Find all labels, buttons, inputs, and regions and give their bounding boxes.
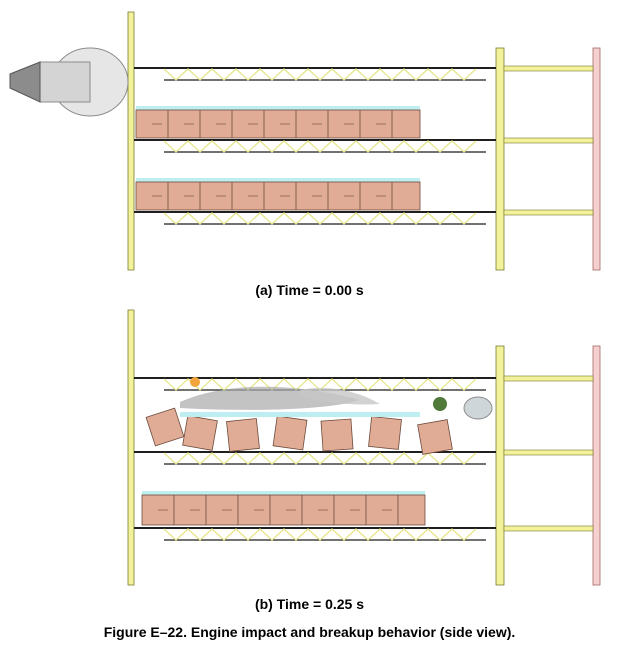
panel-b-outer-beam-1 bbox=[503, 449, 594, 456]
panel-a-truss-0-web bbox=[163, 68, 477, 81]
engine-body bbox=[39, 61, 91, 103]
panel-b-cargo-lower-floor bbox=[142, 491, 425, 496]
panel-b-displaced-box bbox=[272, 415, 308, 451]
panel-b-truss-1-web bbox=[163, 452, 477, 465]
engine-icon-remnant bbox=[463, 396, 493, 420]
panel-a-outer-beam-0 bbox=[503, 65, 594, 72]
panel-a-cargo-upper-floor bbox=[136, 106, 420, 111]
figure-caption: Figure E–22. Engine impact and breakup b… bbox=[103, 624, 516, 640]
jet-engine-icon bbox=[9, 47, 129, 117]
panel-b-truss-2-web bbox=[163, 528, 477, 541]
panel-b-caption: (b) Time = 0.25 s bbox=[254, 596, 365, 612]
panel-a bbox=[0, 0, 619, 275]
panel-a-drawing bbox=[9, 11, 601, 271]
panel-a-pink-column bbox=[592, 47, 601, 271]
panel-a-outer-beam-2 bbox=[503, 209, 594, 216]
panel-b-upper-floor-remnant bbox=[180, 412, 420, 417]
debris-fire bbox=[190, 377, 200, 387]
panel-a-cargo-upper-block bbox=[135, 109, 421, 139]
panel-b-displaced-box bbox=[182, 415, 218, 451]
debris-green bbox=[433, 397, 447, 411]
panel-b-cargo-lower-block bbox=[141, 494, 426, 526]
panel-b-pink-column bbox=[592, 345, 601, 586]
panel-b-right-column bbox=[495, 345, 505, 586]
panel-b-displaced-box bbox=[417, 419, 453, 455]
debris-fragment bbox=[300, 387, 380, 405]
panel-a-outer-beam-1 bbox=[503, 137, 594, 144]
debris-icon bbox=[180, 377, 447, 411]
panel-a-cargo-lower-block bbox=[135, 181, 421, 211]
panel-a-truss-2-web bbox=[163, 212, 477, 225]
panel-a-right-column bbox=[495, 47, 505, 271]
panel-a-truss-1-web bbox=[163, 140, 477, 153]
panel-a-cargo-lower-floor bbox=[136, 178, 420, 183]
panel-b-drawing bbox=[127, 309, 601, 586]
engine-nozzle bbox=[9, 61, 41, 103]
panel-b-outer-beam-2 bbox=[503, 525, 594, 532]
panel-b-displaced-box bbox=[226, 418, 260, 452]
panel-b-outer-beam-0 bbox=[503, 375, 594, 382]
panel-b-displaced-box bbox=[320, 418, 354, 452]
panel-a-caption: (a) Time = 0.00 s bbox=[255, 282, 364, 298]
panel-b-left-column bbox=[127, 309, 135, 586]
panel-a-left-column bbox=[127, 11, 135, 271]
panel-b bbox=[0, 300, 619, 590]
panel-b-displaced-box bbox=[145, 407, 185, 447]
panel-b-displaced-box bbox=[368, 416, 402, 450]
